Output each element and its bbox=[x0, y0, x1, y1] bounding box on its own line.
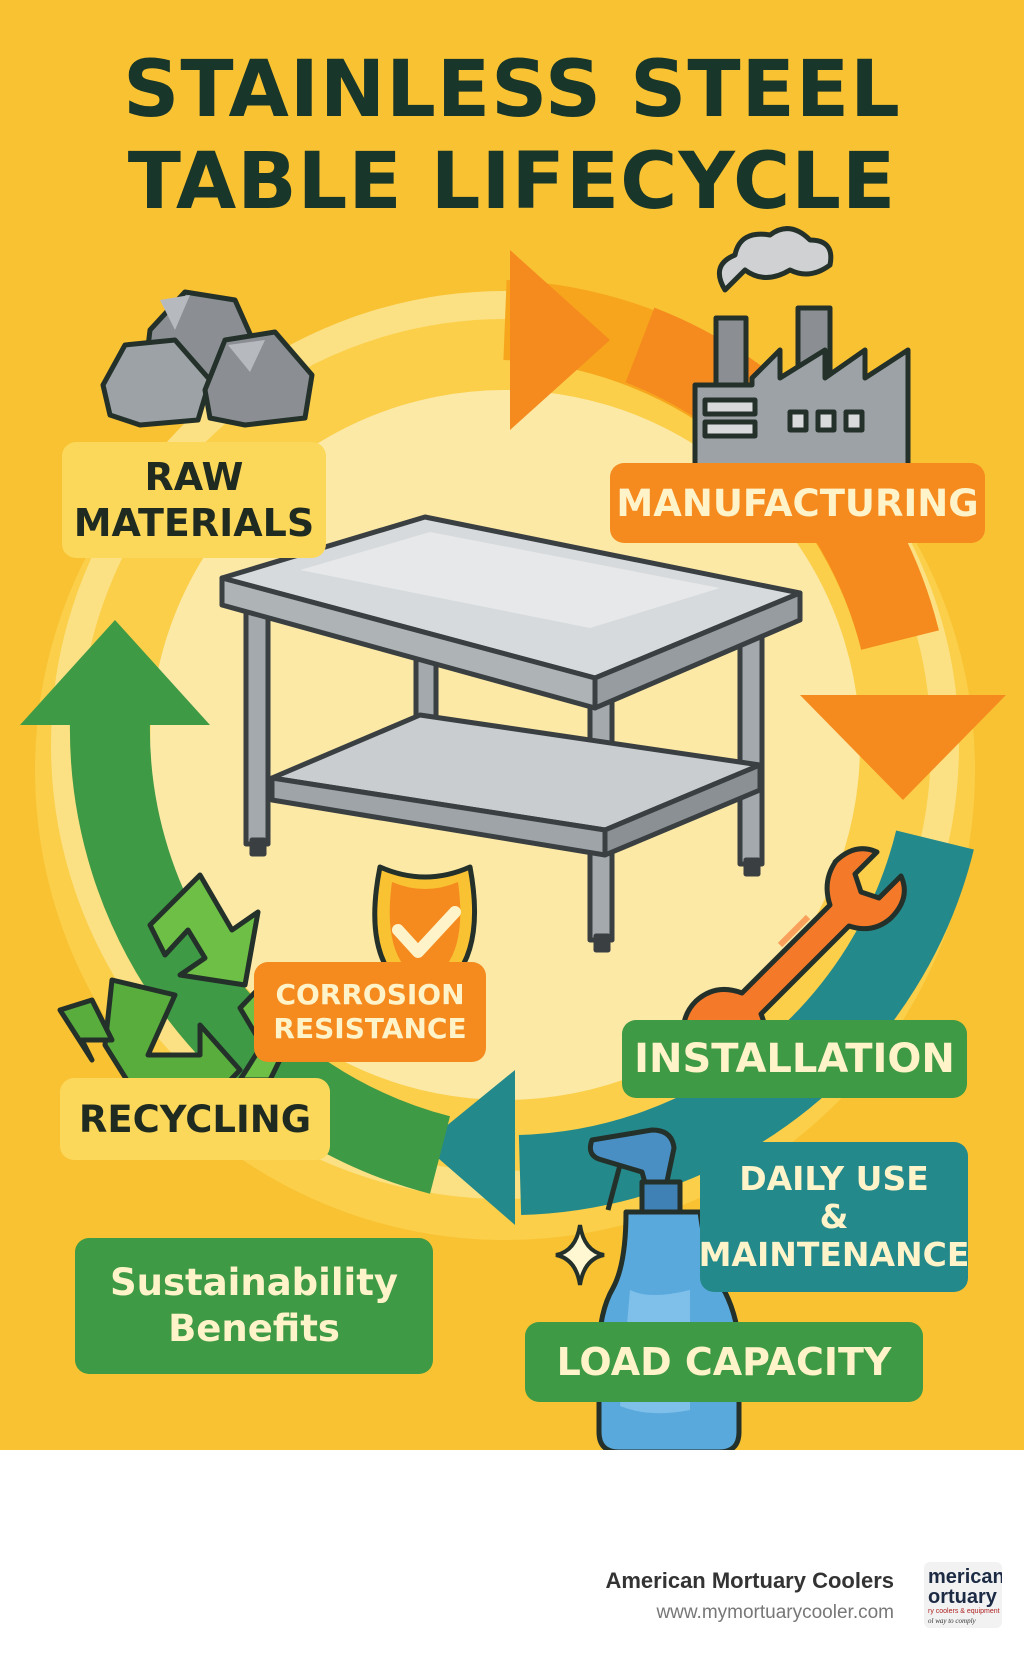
logo-text-line-2: ortuary bbox=[928, 1586, 997, 1608]
sustainability-line-2: Benefits bbox=[168, 1307, 340, 1350]
sparkle-icon bbox=[555, 1224, 605, 1286]
infographic-poster: STAINLESS STEEL TABLE LIFECYCLE RAW MATE… bbox=[0, 0, 1024, 1450]
page-title: STAINLESS STEEL TABLE LIFECYCLE bbox=[0, 44, 1024, 228]
rocks-icon bbox=[100, 289, 315, 428]
manufacturing-label: MANUFACTURING bbox=[610, 463, 985, 543]
daily-use-line-1: DAILY USE bbox=[739, 1159, 929, 1198]
corrosion-resistance-label: CORROSION RESISTANCE bbox=[254, 962, 486, 1062]
brand-logo: merican ortuary ry coolers & equipment o… bbox=[924, 1562, 1002, 1628]
table-icon bbox=[219, 514, 803, 953]
title-line-2: TABLE LIFECYCLE bbox=[127, 137, 897, 227]
brand-url: www.mymortuarycooler.com bbox=[656, 1602, 894, 1623]
corrosion-line-1: CORROSION bbox=[275, 978, 465, 1011]
title-line-1: STAINLESS STEEL bbox=[123, 45, 901, 135]
logo-text-line-3: ry coolers & equipment bbox=[928, 1608, 1000, 1615]
sustainability-line-1: Sustainability bbox=[110, 1261, 398, 1304]
manufacturing-text: MANUFACTURING bbox=[616, 481, 979, 525]
raw-materials-label: RAW MATERIALS bbox=[62, 442, 326, 558]
brand-name: American Mortuary Coolers bbox=[605, 1568, 894, 1593]
sustainability-benefits-label: Sustainability Benefits bbox=[75, 1238, 433, 1374]
recycling-label: RECYCLING bbox=[60, 1078, 330, 1160]
installation-label: INSTALLATION bbox=[622, 1020, 967, 1098]
logo-text-line-1: merican bbox=[928, 1566, 1002, 1588]
load-capacity-label: LOAD CAPACITY bbox=[525, 1322, 923, 1402]
logo-text-line-4: ol way to comply bbox=[928, 1617, 976, 1625]
daily-use-label: DAILY USE & MAINTENANCE bbox=[698, 1142, 970, 1292]
raw-materials-line-2: MATERIALS bbox=[73, 501, 315, 545]
raw-materials-line-1: RAW bbox=[144, 455, 244, 499]
corrosion-line-2: RESISTANCE bbox=[273, 1012, 467, 1045]
daily-use-line-3: MAINTENANCE bbox=[698, 1235, 970, 1274]
daily-use-line-2: & bbox=[819, 1197, 849, 1236]
installation-text: INSTALLATION bbox=[634, 1036, 955, 1082]
recycling-text: RECYCLING bbox=[78, 1097, 312, 1141]
factory-icon bbox=[692, 226, 911, 473]
green-cycle-arrow bbox=[20, 620, 451, 1194]
footer bbox=[0, 1450, 1024, 1666]
load-capacity-text: LOAD CAPACITY bbox=[556, 1340, 892, 1384]
